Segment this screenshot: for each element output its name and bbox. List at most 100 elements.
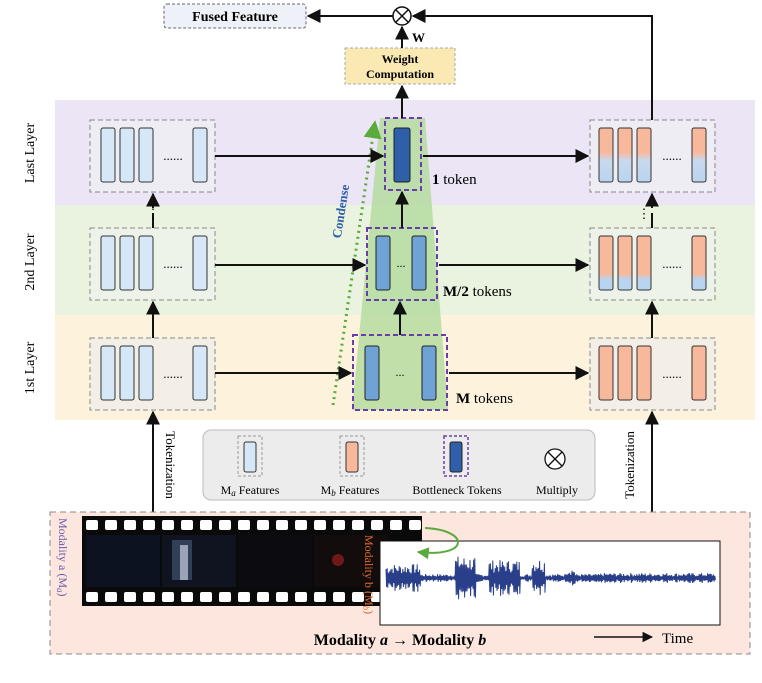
svg-text:Mb Features: Mb Features [321,483,380,498]
mix-token [617,235,633,291]
multiply-icon [392,6,412,26]
sprocket-hole [143,592,155,602]
sprocket-hole [124,520,136,530]
arrow-right-to-multiply [411,9,653,120]
sprocket-hole [409,520,421,530]
mb-group-1st: ...... [589,337,716,411]
svg-text:Ma Features: Ma Features [221,483,280,498]
fused-feature-label: Fused Feature [192,10,278,25]
audio-waveform-box [379,540,721,626]
sprocket-hole [200,520,212,530]
mb-token [617,345,633,401]
ma-token [192,127,208,183]
ma-token [138,235,154,291]
legend-ma: Ma Features [221,435,280,498]
legend-box [202,429,596,501]
modality-a-label: Modality a (Ma) [55,518,70,597]
ma-group-1st: ...... [89,337,216,411]
time-label: Time [662,631,693,647]
ellipsis: ...... [662,148,682,163]
sprocket-hole [352,520,364,530]
token-count-1st: M tokens [456,391,513,407]
ellipsis: ...... [163,148,183,163]
mix-token [636,235,652,291]
sprocket-hole [181,520,193,530]
ma-group-2nd: ...... [89,227,216,301]
sprocket-hole [257,520,269,530]
vertical-dots-right: ⋮ [638,206,651,221]
ma-token [119,345,135,401]
ma-token [119,235,135,291]
ma-token [119,127,135,183]
bottleneck-group-2nd: ... [366,227,438,301]
weight-computation-label-1: Weight [382,52,419,66]
bottleneck-ellipsis: ... [396,365,405,379]
mb-token [345,441,359,473]
sprocket-hole [238,520,250,530]
sprocket-hole [105,592,117,602]
sprocket-hole [86,592,98,602]
mb-token [598,345,614,401]
bottleneck-token [364,345,380,401]
weight-computation-box [344,47,456,85]
sprocket-hole [276,592,288,602]
mix-token [691,235,707,291]
ma-token [192,235,208,291]
layer-label-2nd: 2nd Layer [23,233,38,290]
bottleneck-token [421,345,437,401]
weight-symbol: W [412,30,425,45]
layer-label-last: Last Layer [23,123,38,184]
multiply-icon [544,448,566,470]
sprocket-hole [371,520,383,530]
sprocket-hole [257,592,269,602]
ellipsis: ...... [163,256,183,271]
ma-token [192,345,208,401]
mix-token [598,127,614,183]
bottom-title: Modality a → Modality b [314,632,486,649]
mb-token [691,345,707,401]
sprocket-hole [162,520,174,530]
legend-bottleneck: Bottleneck Tokens [412,435,502,497]
ellipsis: ...... [662,366,682,381]
sprocket-hole [105,520,117,530]
mix-token [617,127,633,183]
mix-token [636,127,652,183]
ma-group-last: ...... [89,119,216,193]
sprocket-hole [314,520,326,530]
sprocket-hole [295,520,307,530]
legend-mb: Mb Features [321,435,380,498]
ellipsis: ...... [662,256,682,271]
sprocket-hole [314,592,326,602]
ma-token [100,127,116,183]
sprocket-hole [333,592,345,602]
audio-waveform [385,556,716,600]
condense-trapezoid [352,118,448,410]
sprocket-hole [143,520,155,530]
ma-token [100,345,116,401]
vertical-dots-left: ⋮ [147,206,160,221]
bottleneck-token [449,441,463,473]
sprocket-hole [200,592,212,602]
tokenization-label-right: Tokenization [622,431,637,499]
mb-group-2nd: ...... [589,227,716,301]
ellipsis: ...... [163,366,183,381]
mix-token [691,127,707,183]
legend-multiply: Multiply [536,448,578,497]
tokenization-label-left: Tokenization [163,431,178,499]
token-count-last: 1 token [432,172,477,188]
sprocket-hole [276,520,288,530]
token-count-2nd: M/2 tokens [443,284,512,300]
sprocket-hole [352,592,364,602]
bottleneck-token [411,235,427,291]
ma-token [100,235,116,291]
ma-token [243,441,257,473]
sprocket-hole [219,592,231,602]
mix-token [598,235,614,291]
sprocket-hole [162,592,174,602]
bottleneck-ellipsis: ... [397,256,406,270]
sprocket-hole [181,592,193,602]
layer-label-1st: 1st Layer [23,341,38,394]
sprocket-hole [295,592,307,602]
ma-token [138,127,154,183]
